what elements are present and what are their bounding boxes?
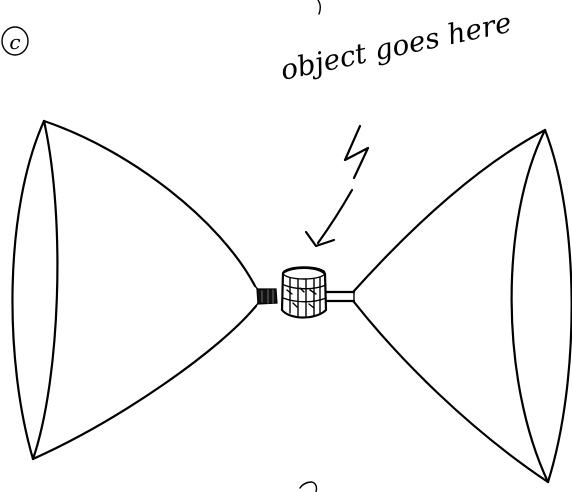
left-horn-antenna [11, 119, 261, 461]
annotation-zigzag [343, 124, 370, 180]
panel-label: c [1, 26, 29, 56]
stray-stroke-top [317, 0, 321, 15]
right-feed-tube [324, 290, 356, 303]
panel-label-text: c [9, 30, 20, 54]
left-feed-connector [256, 288, 278, 305]
object-cylinder [280, 266, 328, 319]
annotation-text: object goes here [278, 6, 515, 87]
arrow-to-object [304, 188, 354, 248]
right-horn-antenna [352, 128, 572, 484]
stray-stroke-bottom [299, 481, 318, 492]
